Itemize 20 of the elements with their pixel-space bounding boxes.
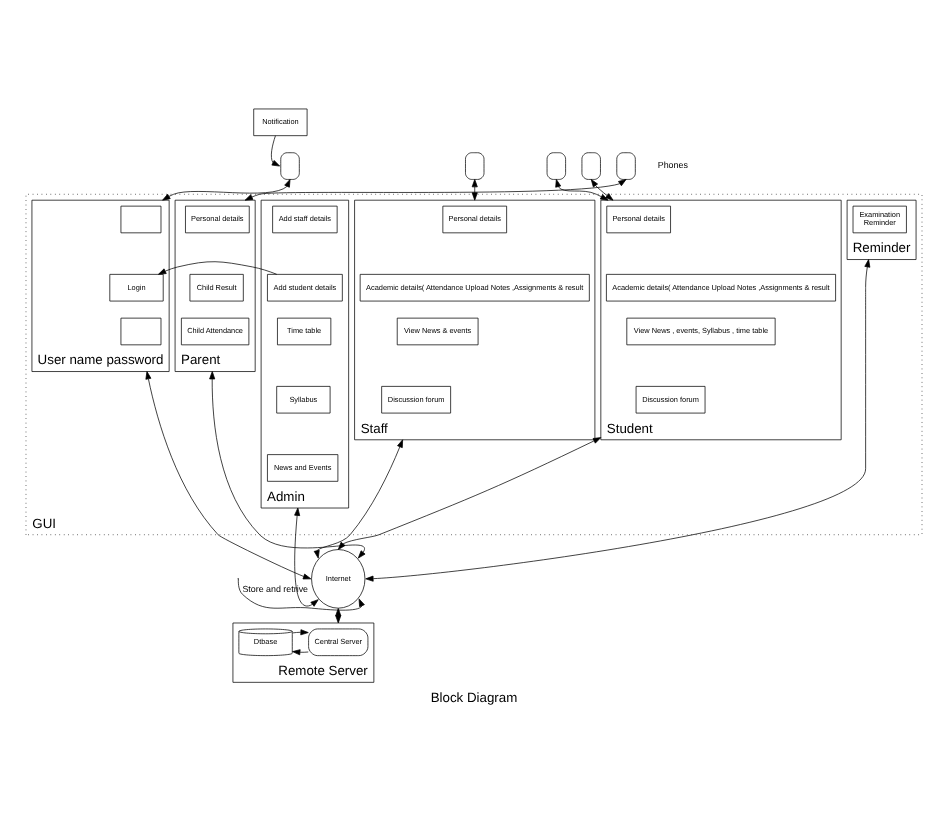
arrow bbox=[162, 179, 291, 201]
arrow bbox=[365, 259, 871, 582]
node-phone bbox=[280, 152, 300, 180]
arrow bbox=[337, 437, 602, 550]
arrow bbox=[294, 507, 319, 607]
arrow bbox=[555, 179, 609, 201]
node-phone bbox=[616, 152, 636, 180]
node-box bbox=[120, 317, 162, 346]
node-phone bbox=[546, 152, 566, 180]
arrow bbox=[313, 439, 403, 559]
node-phone bbox=[465, 152, 485, 180]
node-phone bbox=[581, 152, 601, 180]
arrow bbox=[237, 578, 365, 611]
arrow bbox=[590, 179, 614, 201]
arrow bbox=[292, 629, 309, 636]
arrow bbox=[271, 135, 281, 167]
arrow bbox=[292, 649, 309, 656]
arrow bbox=[145, 371, 312, 580]
arrow bbox=[209, 371, 366, 559]
node-box bbox=[120, 205, 162, 234]
